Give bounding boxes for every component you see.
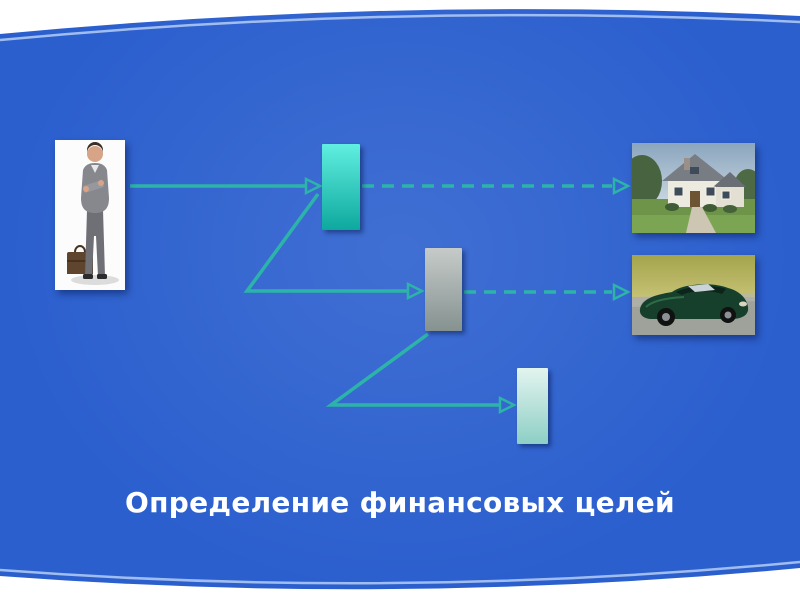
slide-title: Определение финансовых целей [125, 486, 675, 519]
goal-bar-3 [517, 368, 548, 444]
goal-bar-2 [425, 248, 462, 331]
bottom-white-arc [0, 568, 800, 600]
arrow-bar1-to-house [362, 176, 631, 196]
arrow-person-to-bar1 [130, 176, 323, 196]
arrow-bar2-to-car [464, 282, 631, 302]
goal-bar-1 [322, 144, 360, 230]
top-white-arc [0, 0, 800, 34]
car-photo [632, 255, 755, 335]
bottom-accent-arc [0, 560, 800, 585]
top-accent-arc [0, 13, 800, 42]
arrow-branch-to-bar3 [325, 332, 517, 415]
businessman-photo [55, 140, 125, 290]
house-photo [632, 143, 755, 233]
